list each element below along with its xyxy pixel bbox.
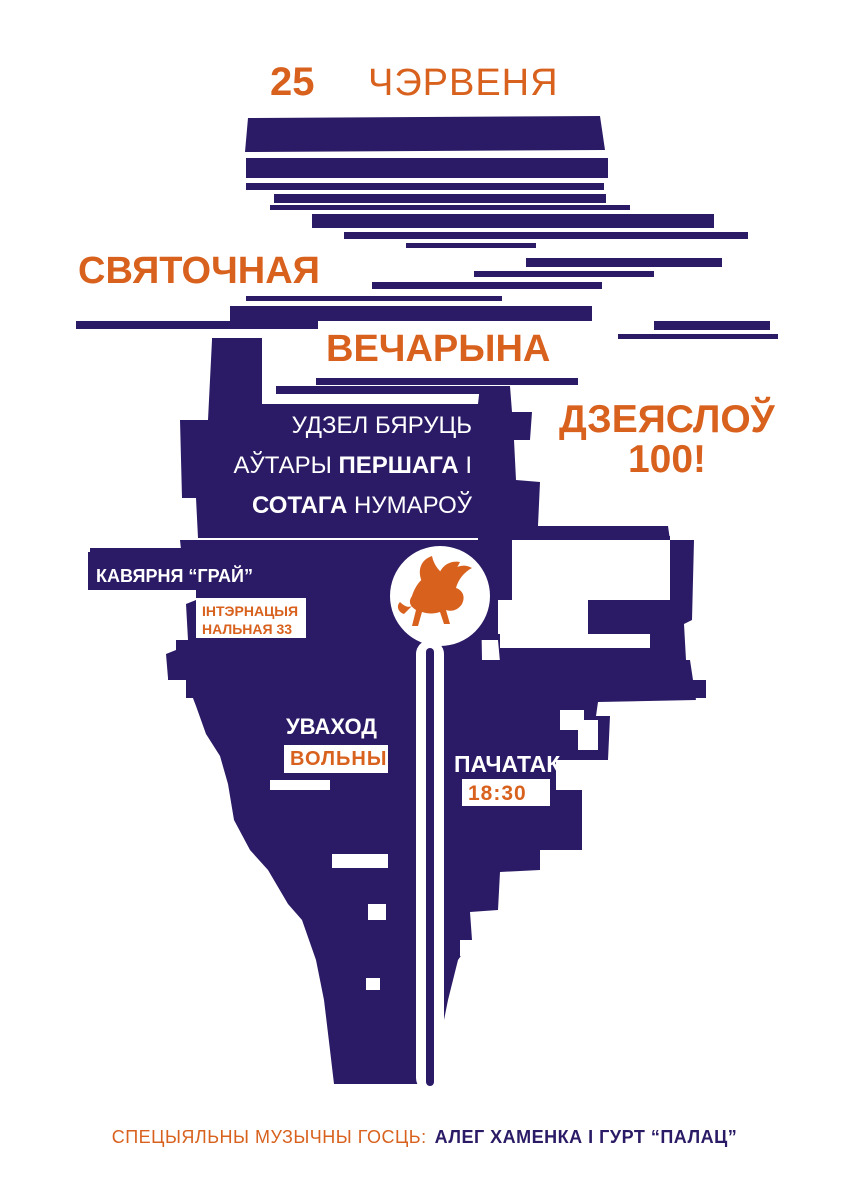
start-time-badge [462,779,550,806]
participants-line-3: СОТАГА НУМАРОЎ [172,494,472,518]
start-label: ПАЧАТАК [454,751,561,777]
magazine-name: ДЗЕЯСЛОЎ [559,398,775,441]
footer-guest: СПЕЦЫЯЛЬНЫ МУЗЫЧНЫ ГОСЦЬ: АЛЕГ ХАМЕНКА І … [0,1128,849,1146]
participants-line-2-post: І [458,452,472,479]
venue-address-badge [196,598,306,638]
participants-line-3-bold: СОТАГА [252,492,348,519]
top-bars [76,116,778,394]
entry-value-badge [284,745,388,773]
pegasus-icon [397,556,472,626]
date-day: 25 [270,60,315,104]
venue-name: КАВЯРНЯ “ГРАЙ” [96,566,253,586]
footer-guest-name: АЛЕГ ХАМЕНКА І ГУРТ “ПАЛАЦ” [434,1127,738,1147]
participants-line-1: УДЗЕЛ БЯРУЦЬ [291,412,472,439]
venue-name-badge [88,552,286,590]
footer-guest-label: СПЕЦЫЯЛЬНЫ МУЗЫЧНЫ ГОСЦЬ: [111,1127,427,1147]
title-line-1: СВЯТОЧНАЯ [78,250,320,292]
central-column [416,640,444,1092]
participants-line-2: АЎТАРЫ ПЕРШАГА І [172,454,472,478]
magazine-issue: 100! [627,438,707,481]
start-time: 18:30 [468,782,527,805]
entry-label: УВАХОД [286,714,377,739]
date-month: ЧЭРВЕНЯ [368,62,559,104]
entry-value: ВОЛЬНЫ [290,748,388,770]
participants-line-3-post: НУМАРОЎ [347,492,472,519]
title-line-2: ВЕЧАРЫНА [326,328,551,370]
participants-line-2-pre: АЎТАРЫ [233,452,339,479]
venue-address-line-1: ІНТЭРНАЦЫЯ [202,603,299,619]
participants-line-2-bold: ПЕРШАГА [338,452,459,479]
venue-address-line-2: НАЛЬНАЯ 33 [202,621,293,637]
